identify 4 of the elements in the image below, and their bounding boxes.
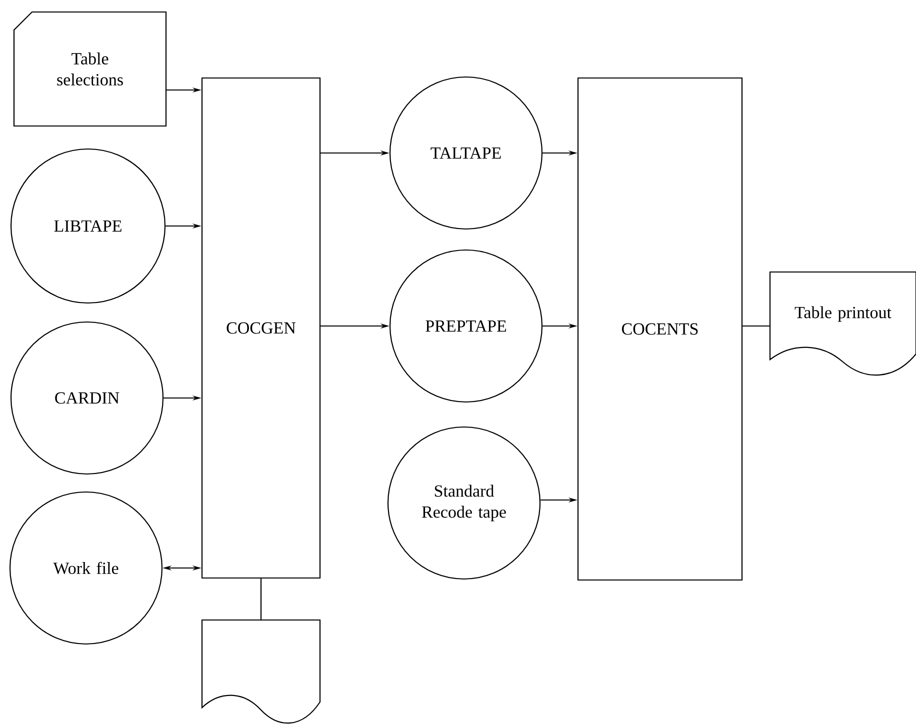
- process-box: COCGEN: [201, 77, 321, 579]
- process-box: COCENTS: [577, 77, 743, 581]
- document-shape: [201, 619, 321, 724]
- punched-card: Table selections: [13, 11, 167, 127]
